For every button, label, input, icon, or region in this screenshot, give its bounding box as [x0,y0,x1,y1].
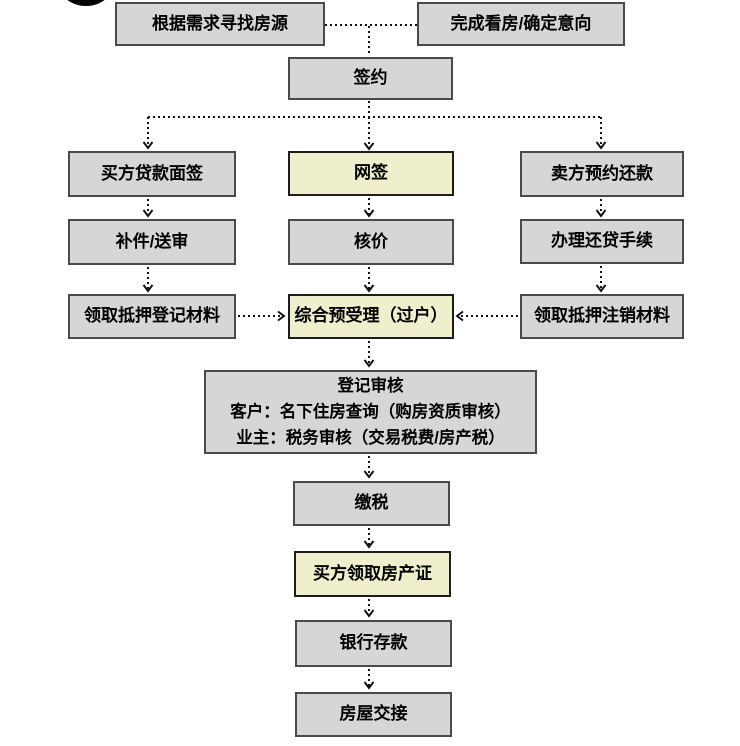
decorative-circle [54,0,118,6]
node-label: 核价 [354,231,388,251]
node-confirm-intent: 完成看房/确定意向 [417,2,625,46]
node-label: 买方领取房产证 [313,563,432,583]
node-label-line1: 登记审核 [337,377,404,395]
node-label: 根据需求寻找房源 [152,13,288,33]
node-supplement-review: 补件/送审 [68,219,236,265]
node-label: 缴税 [354,493,389,513]
node-label: 补件/送审 [115,231,189,251]
node-label: 领取抵押注销材料 [534,306,670,326]
node-label: 房屋交接 [339,704,408,724]
node-loan-repay-procedure: 办理还贷手续 [520,219,684,264]
node-label: 银行存款 [339,633,408,653]
node-mortgage-registration-materials: 领取抵押登记材料 [68,294,236,339]
node-label-line2: 客户：名下住房查询（购房资质审核） [230,403,511,421]
node-seller-repay-appointment: 卖方预约还款 [520,151,684,197]
node-label: 网签 [354,163,388,183]
node-label: 完成看房/确定意向 [450,13,592,33]
node-label: 签约 [353,68,388,88]
node-buyer-get-certificate: 买方领取房产证 [294,551,451,597]
node-online-sign: 网签 [288,151,454,196]
node-label: 办理还贷手续 [551,231,653,251]
node-buyer-loan-interview: 买方贷款面签 [68,151,236,197]
node-sign-contract: 签约 [288,57,453,100]
node-label: 领取抵押登记材料 [84,306,220,326]
node-price-verification: 核价 [288,219,454,265]
node-label: 综合预受理（过户） [294,306,448,326]
node-bank-deposit: 银行存款 [295,620,452,667]
node-find-listing: 根据需求寻找房源 [115,2,325,46]
node-comprehensive-pre-acceptance: 综合预受理（过户） [288,294,454,339]
node-label: 卖方预约还款 [551,163,653,183]
node-house-handover: 房屋交接 [295,692,452,737]
node-label: 买方贷款面签 [101,163,203,183]
node-label-line3: 业主：税务审核（交易税费/房产税） [236,429,505,447]
node-registration-review: 登记审核 客户：名下住房查询（购房资质审核） 业主：税务审核（交易税费/房产税） [204,370,537,454]
node-pay-tax: 缴税 [293,481,450,526]
node-mortgage-cancellation-materials: 领取抵押注销材料 [520,294,684,339]
